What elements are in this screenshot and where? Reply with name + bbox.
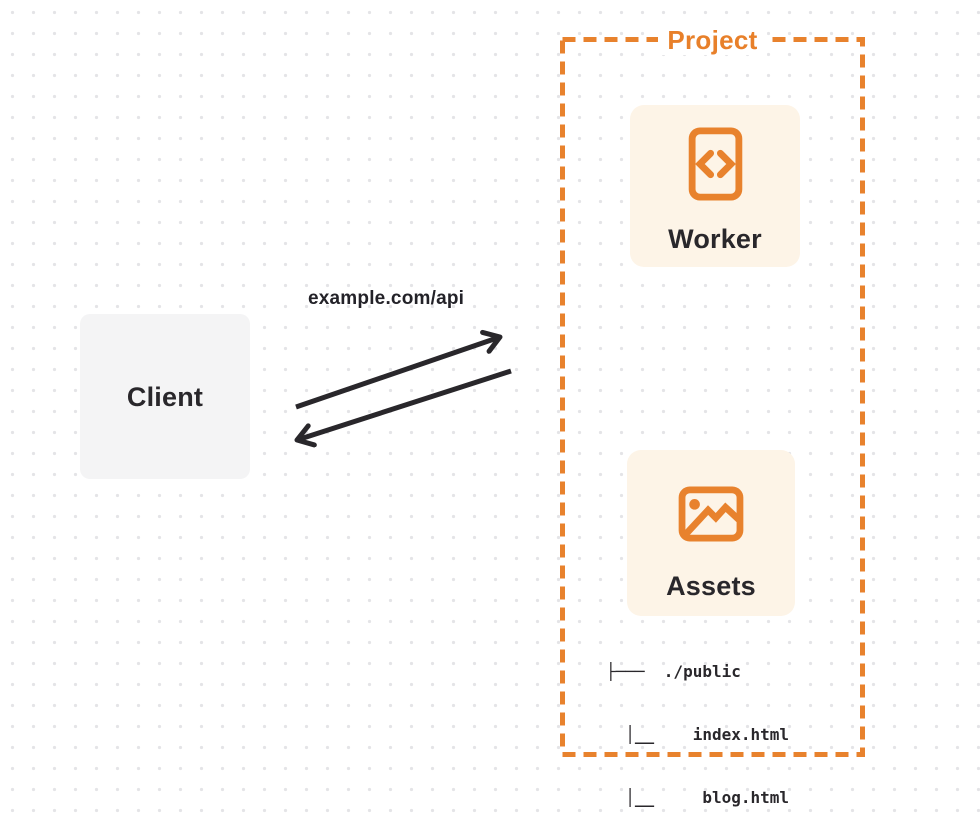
project-group-label: Project xyxy=(560,25,865,55)
client-node: Client xyxy=(80,314,250,479)
code-document-icon xyxy=(688,127,743,206)
file-tree-line: │__ blog.html xyxy=(606,788,790,807)
file-tree-line: │__ index.html xyxy=(606,725,790,744)
response-arrow xyxy=(294,368,512,448)
assets-label: Assets xyxy=(666,571,756,601)
request-arrow xyxy=(295,329,503,410)
project-label-text: Project xyxy=(658,25,767,55)
assets-file-tree: ├─── ./public │__ index.html │__ blog.ht… xyxy=(606,619,789,818)
worker-label: Worker xyxy=(668,224,762,254)
request-url-label: example.com/api xyxy=(308,288,465,309)
worker-node: Worker xyxy=(630,105,800,267)
client-label: Client xyxy=(126,381,204,412)
assets-node: Assets xyxy=(627,450,795,616)
image-icon xyxy=(677,486,745,547)
file-tree-line: ├─── ./public xyxy=(606,662,741,681)
